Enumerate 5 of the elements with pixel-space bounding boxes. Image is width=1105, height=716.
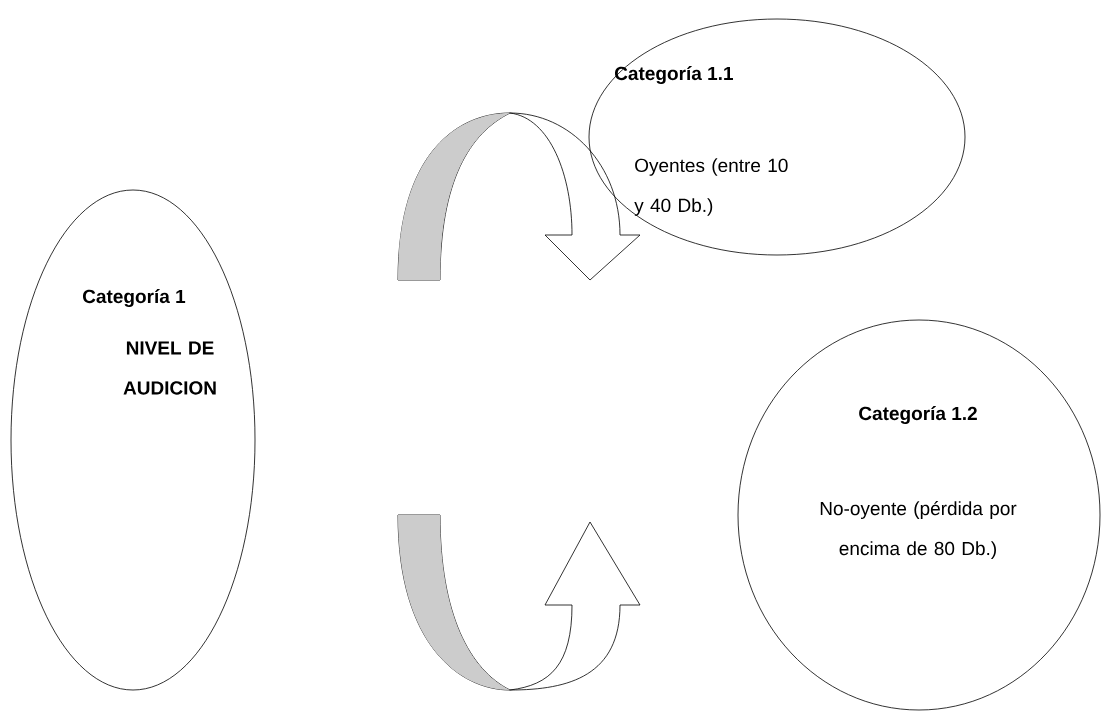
curved-arrow bbox=[397, 514, 641, 691]
ellipse-node: Categoría 1.1 Oyentes (entre 10 y 40 Db.) bbox=[588, 18, 966, 256]
ellipse-node: Categoría 1.2 No-oyente (pérdida por encima de 80 Db.) bbox=[737, 319, 1101, 711]
curved-arrow bbox=[397, 112, 641, 281]
ellipse-node: Categoría 1 NIVEL DE AUDICION bbox=[10, 189, 256, 691]
